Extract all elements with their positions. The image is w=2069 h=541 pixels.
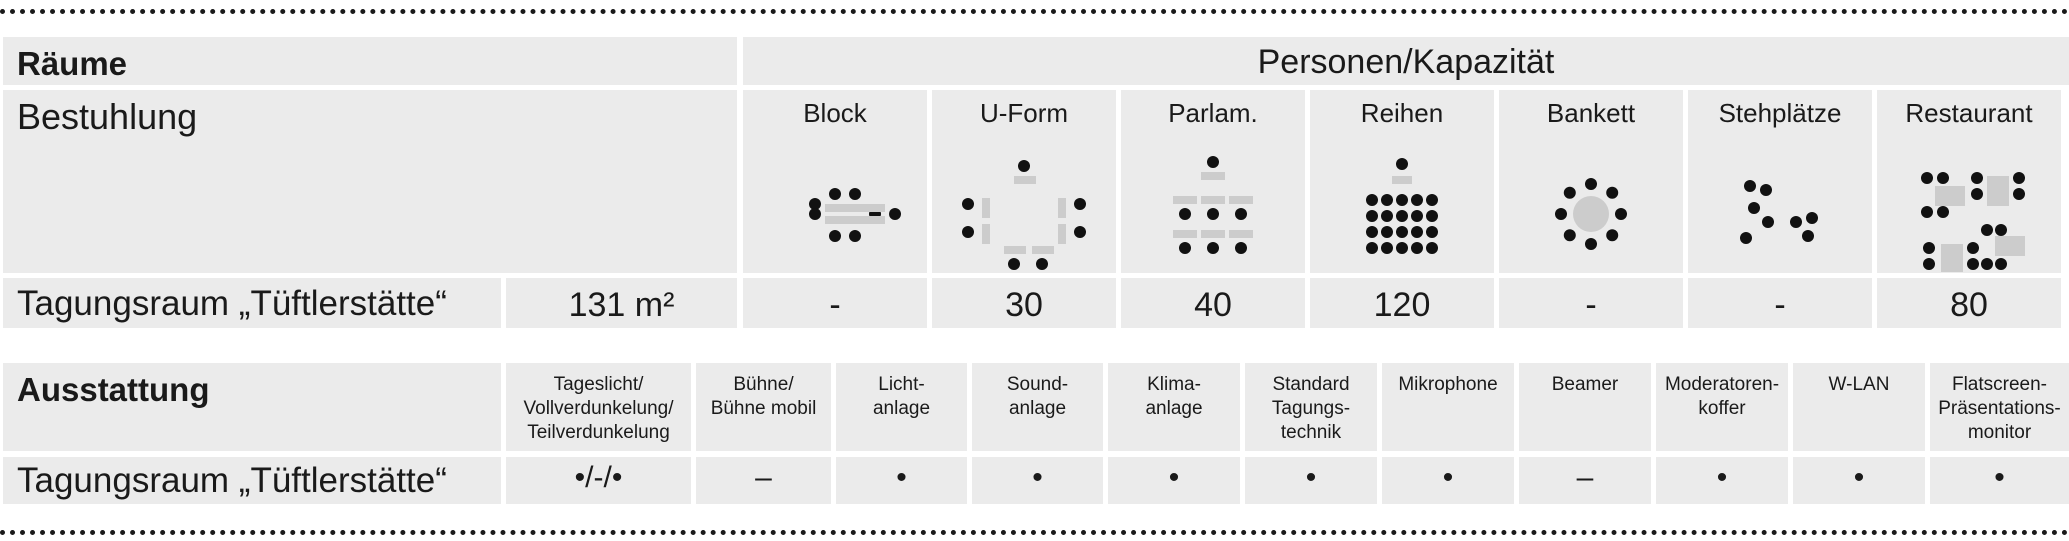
equipment-column-header: Bühne/ Bühne mobil — [696, 363, 831, 451]
equipment-column-header: Sound- anlage — [972, 363, 1103, 451]
capacity-header: Personen/Kapazität — [743, 37, 2069, 85]
room-name: Tagungsraum „Tüftlerstätte“ — [3, 278, 501, 328]
seating-column-2: U-Form — [932, 90, 1116, 273]
equipment-column-header: Beamer — [1519, 363, 1651, 451]
restaurant-seating-icon — [1921, 172, 2025, 272]
equipment-value: • — [1793, 457, 1925, 504]
seating-type-label: Stehplätze — [1718, 98, 1842, 128]
seating-column-3: Parlam. — [1121, 90, 1305, 273]
seating-column-5: Bankett — [1499, 90, 1683, 273]
equipment-value: • — [1382, 457, 1514, 504]
seating-type-label: Reihen — [1360, 98, 1444, 128]
equipment-column-header: Mikrophone — [1382, 363, 1514, 451]
seating-type-label: Bankett — [1546, 98, 1636, 128]
row-seating-icon — [1366, 158, 1438, 254]
room-area: 131 m² — [506, 278, 737, 328]
equipment-header: Ausstattung — [3, 363, 501, 451]
equipment-room-name: Tagungsraum „Tüftlerstätte“ — [3, 457, 501, 504]
equipment-value: • — [836, 457, 967, 504]
seating-column-6: Stehplätze — [1688, 90, 1872, 273]
equipment-column-header: W-LAN — [1793, 363, 1925, 451]
equipment-value: • — [1930, 457, 2069, 504]
capacity-value: 80 — [1877, 278, 2061, 328]
equipment-value: • — [1108, 457, 1240, 504]
equipment-value: •/-/• — [506, 457, 691, 504]
equipment-column-header: Moderatoren- koffer — [1656, 363, 1788, 451]
equipment-column-header: Standard Tagungs- technik — [1245, 363, 1377, 451]
top-dotted-rule — [0, 9, 2069, 14]
equipment-value: • — [1245, 457, 1377, 504]
seating-type-label: Parlam. — [1168, 98, 1258, 128]
equipment-column-header: Flatscreen- Präsentations- monitor — [1930, 363, 2069, 451]
standing-icon — [1740, 180, 1818, 244]
capacity-value: 30 — [932, 278, 1116, 328]
equipment-column-header: Licht- anlage — [836, 363, 967, 451]
capacity-value: 120 — [1310, 278, 1494, 328]
equipment-value: • — [972, 457, 1103, 504]
seating-column-7: Restaurant — [1877, 90, 2061, 273]
equipment-value: • — [1656, 457, 1788, 504]
seating-type-label: Restaurant — [1905, 98, 2033, 128]
capacity-value: - — [1688, 278, 1872, 328]
bottom-dotted-rule — [0, 530, 2069, 535]
equipment-value: – — [696, 457, 831, 504]
equipment-column-header: Klima- anlage — [1108, 363, 1240, 451]
capacity-value: - — [1499, 278, 1683, 328]
seating-type-label: U-Form — [979, 98, 1069, 128]
seating-column-1: Block — [743, 90, 927, 273]
capacity-value: 40 — [1121, 278, 1305, 328]
capacity-value: - — [743, 278, 927, 328]
rooms-header: Räume — [3, 37, 737, 85]
equipment-value: – — [1519, 457, 1651, 504]
banquet-seating-icon — [1555, 178, 1627, 250]
parliament-seating-icon — [1173, 156, 1253, 254]
seating-column-4: Reihen — [1310, 90, 1494, 273]
block-seating-icon — [809, 188, 901, 242]
u-shape-seating-icon — [962, 160, 1086, 270]
seating-label: Bestuhlung — [3, 90, 737, 273]
equipment-column-header: Tageslicht/ Vollverdunkelung/ Teilverdun… — [506, 363, 691, 451]
seating-type-label: Block — [803, 98, 867, 128]
